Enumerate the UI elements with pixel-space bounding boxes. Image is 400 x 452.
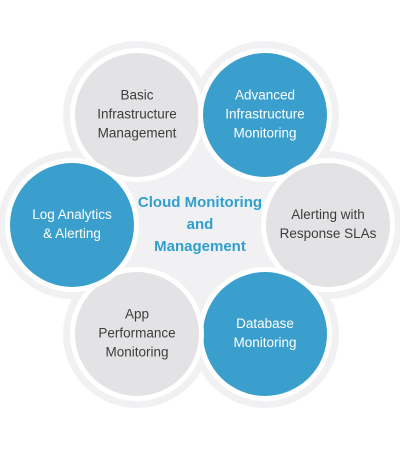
node-circle xyxy=(75,53,199,177)
node-log: Log Analytics & Alerting xyxy=(5,158,139,292)
node-label-line: Monitoring xyxy=(233,126,296,141)
node-label-line: Response SLAs xyxy=(280,226,377,241)
node-label-line: Monitoring xyxy=(233,335,296,350)
node-label-line: Infrastructure xyxy=(225,107,305,122)
node-label-line: & Alerting xyxy=(43,226,101,241)
node-label-line: Performance xyxy=(98,326,175,341)
node-label-line: App xyxy=(125,307,149,322)
node-label-line: Log Analytics xyxy=(32,207,112,222)
node-label-line: Infrastructure xyxy=(97,107,177,122)
center-title-line: and xyxy=(187,216,214,233)
node-label-line: Monitoring xyxy=(105,345,168,360)
node-circle xyxy=(203,272,327,396)
node-circle xyxy=(10,163,134,287)
node-label-line: Basic xyxy=(120,88,153,103)
node-circle xyxy=(266,163,390,287)
node-circle xyxy=(75,272,199,396)
center-title-line: Cloud Monitoring xyxy=(138,194,262,211)
diagram-nodes: BasicInfrastructureManagementAdvancedInf… xyxy=(5,48,395,401)
center-title-line: Management xyxy=(154,238,246,255)
node-circle xyxy=(203,53,327,177)
node-label-line: Alerting with xyxy=(291,207,365,222)
node-label-line: Database xyxy=(236,316,294,331)
node-label-line: Management xyxy=(98,126,177,141)
node-label-line: Advanced xyxy=(235,88,295,103)
